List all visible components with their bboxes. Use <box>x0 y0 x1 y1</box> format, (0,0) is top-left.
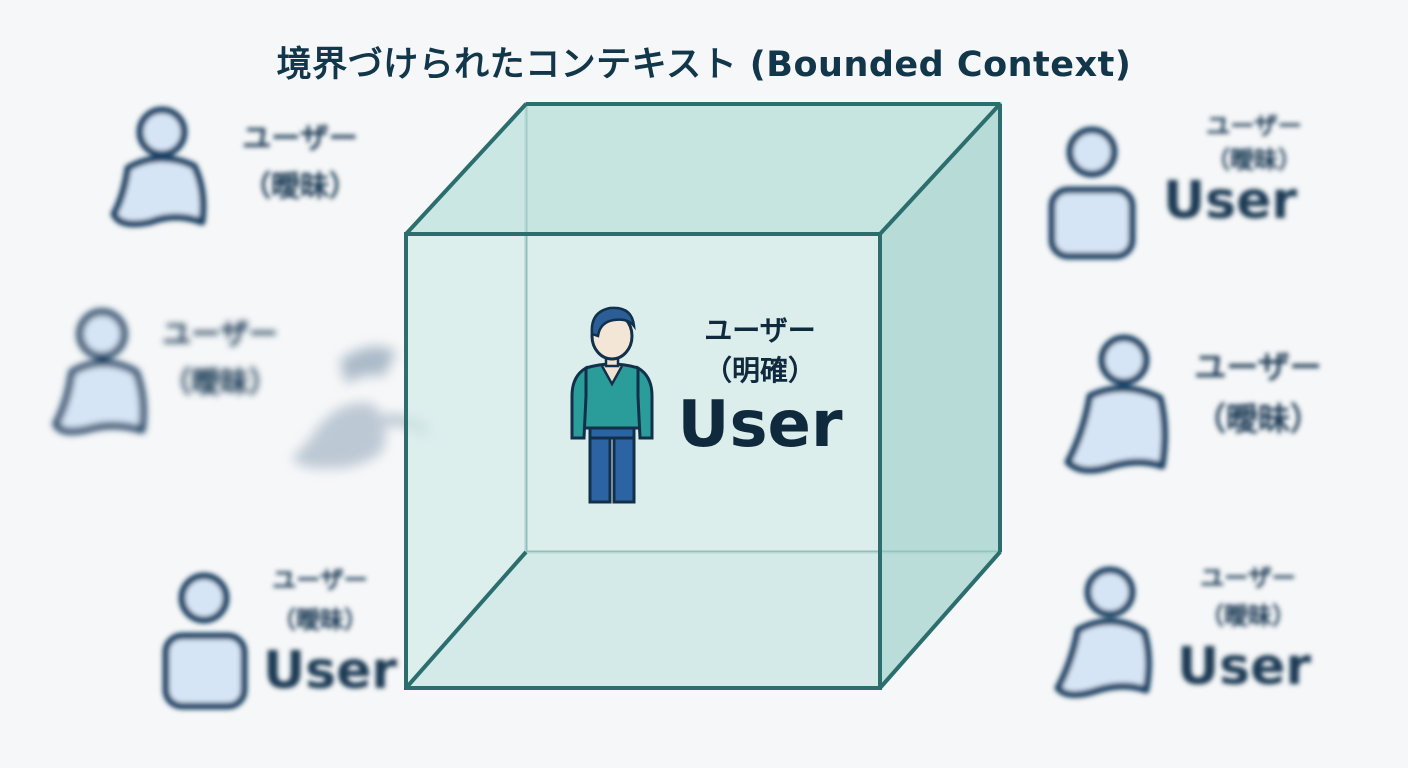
diagram-title: 境界づけられたコンテキスト (Bounded Context) <box>276 45 1132 85</box>
cube-front-face <box>404 232 882 690</box>
label-jp: ユーザー <box>1206 112 1302 140</box>
cube-top-face <box>406 104 1000 234</box>
blurred-ghost-figure <box>292 346 430 469</box>
cube-right-face <box>880 104 1000 688</box>
label-en: User <box>1163 171 1297 231</box>
clear-user: ユーザー （明確） User <box>570 306 843 504</box>
person-icon <box>1048 126 1136 260</box>
wobbly-person-icon <box>1064 334 1169 474</box>
label-en: User <box>1177 637 1311 697</box>
ambiguous-user-top-right: ユーザー （曖昧） User <box>1048 112 1302 260</box>
person-icon <box>570 306 654 504</box>
ambiguous-user-bottom-right: ユーザー （曖昧） User <box>1054 564 1311 698</box>
label-paren: （曖昧） <box>1194 400 1322 438</box>
wobbly-person-icon <box>110 106 207 228</box>
label-jp: ユーザー <box>1200 564 1296 592</box>
label-jp: ユーザー <box>272 566 368 594</box>
label-paren: （曖昧） <box>1206 146 1302 174</box>
label-paren: （曖昧） <box>1200 602 1296 630</box>
clear-user-label-paren: （明確） <box>704 354 816 387</box>
label-paren: （曖昧） <box>272 606 368 634</box>
ambiguous-user-mid-left: ユーザー （曖昧） <box>52 308 278 435</box>
clear-user-label-en: User <box>677 388 842 462</box>
label-paren: （曖昧） <box>162 365 278 399</box>
clear-user-label-jp: ユーザー <box>704 314 815 347</box>
label-jp: ユーザー <box>162 317 277 351</box>
ambiguous-user-top-left: ユーザー （曖昧） <box>110 106 358 228</box>
wobbly-person-icon <box>1054 566 1153 698</box>
ambiguous-user-mid-right: ユーザー （曖昧） <box>1064 334 1322 474</box>
cube-edges <box>404 102 1002 690</box>
wobbly-person-icon <box>52 308 147 435</box>
label-en: User <box>263 641 397 701</box>
person-icon <box>162 572 248 710</box>
label-jp: ユーザー <box>1194 348 1321 386</box>
ambiguous-user-bottom-left: ユーザー （曖昧） User <box>162 566 397 710</box>
bounded-context-cube <box>404 102 1002 690</box>
label-jp: ユーザー <box>242 121 357 155</box>
label-paren: （曖昧） <box>242 169 358 203</box>
